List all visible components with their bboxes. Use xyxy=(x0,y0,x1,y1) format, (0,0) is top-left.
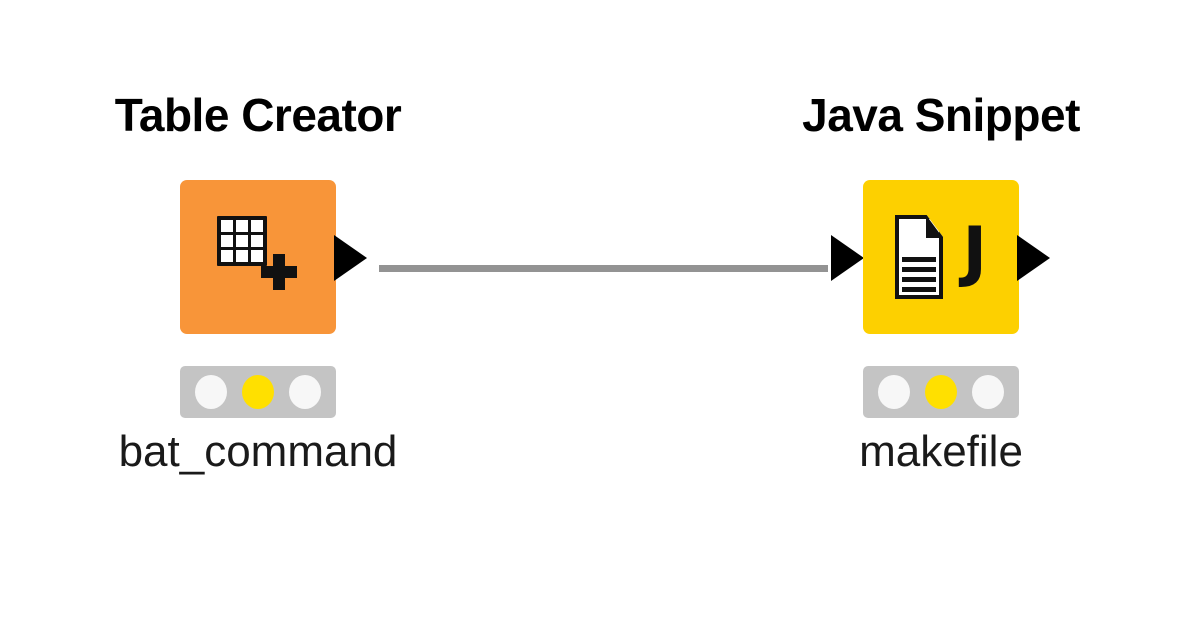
node-title: Java Snippet xyxy=(802,89,1080,141)
node-output-port[interactable] xyxy=(334,235,367,281)
connection-line[interactable] xyxy=(379,265,828,272)
node-input-port[interactable] xyxy=(831,235,864,281)
node-body: bat_command xyxy=(88,180,428,474)
plus-icon xyxy=(261,254,297,290)
node-box[interactable] xyxy=(180,180,336,334)
document-text-lines xyxy=(902,257,936,297)
node-body: J makefile xyxy=(771,180,1111,474)
node-label: bat_command xyxy=(118,427,398,476)
node-box[interactable]: J xyxy=(863,180,1019,334)
status-light-executed xyxy=(289,375,321,409)
status-light-configured xyxy=(925,375,957,409)
document-icon xyxy=(895,215,943,299)
grid-icon xyxy=(217,216,267,266)
node-status-bar xyxy=(863,366,1019,418)
status-light-configured xyxy=(242,375,274,409)
java-document-icon: J xyxy=(895,215,987,299)
status-light-executed xyxy=(972,375,1004,409)
workflow-node-java-snippet[interactable]: Java Snippet J xyxy=(771,89,1111,474)
status-light-idle xyxy=(878,375,910,409)
node-output-port[interactable] xyxy=(1017,235,1050,281)
node-status-bar xyxy=(180,366,336,418)
status-light-idle xyxy=(195,375,227,409)
workflow-node-table-creator[interactable]: Table Creator xyxy=(88,89,428,474)
table-grid-plus-icon xyxy=(215,216,301,298)
node-title: Table Creator xyxy=(114,89,402,141)
node-label: makefile xyxy=(859,427,1023,476)
java-letter-icon: J xyxy=(962,213,987,290)
